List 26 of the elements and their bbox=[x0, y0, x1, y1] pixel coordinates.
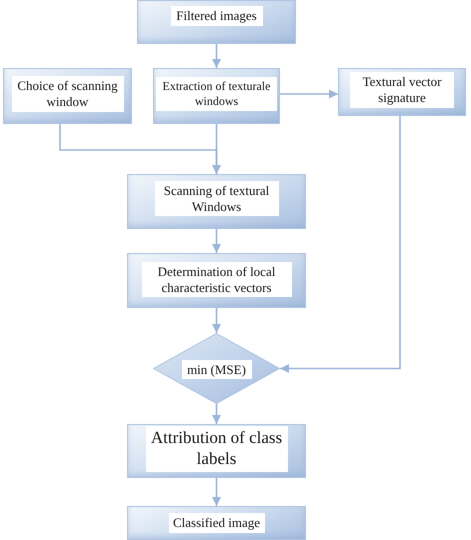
decision-label: min (MSE) bbox=[182, 360, 252, 380]
step-label: Choice of scanning window bbox=[12, 76, 124, 112]
step-label: Filtered images bbox=[170, 6, 262, 26]
arrow bbox=[212, 229, 221, 253]
arrow bbox=[280, 116, 401, 373]
arrow bbox=[280, 90, 338, 98]
step-label: Scanning of textural Windows bbox=[154, 180, 278, 216]
process-box bbox=[127, 506, 306, 540]
process-box bbox=[338, 68, 466, 116]
step-label: Attribution of class labels bbox=[146, 426, 288, 472]
step-label: Determination of local characteristic vectors bbox=[142, 262, 292, 298]
arrow bbox=[212, 404, 221, 424]
arrow bbox=[212, 44, 221, 68]
step-label: Textural vector signature bbox=[350, 72, 454, 108]
process-box bbox=[127, 174, 306, 229]
arrow bbox=[212, 478, 221, 506]
process-box bbox=[3, 68, 132, 124]
process-box bbox=[153, 68, 280, 124]
arrow bbox=[212, 124, 221, 174]
step-label: Extraction of texturale windows bbox=[156, 77, 277, 111]
process-box bbox=[137, 0, 296, 44]
step-label: Classified image bbox=[168, 513, 264, 533]
decision-diamond bbox=[153, 333, 280, 404]
process-box bbox=[127, 253, 306, 308]
arrow bbox=[212, 308, 221, 333]
process-box bbox=[127, 424, 306, 478]
